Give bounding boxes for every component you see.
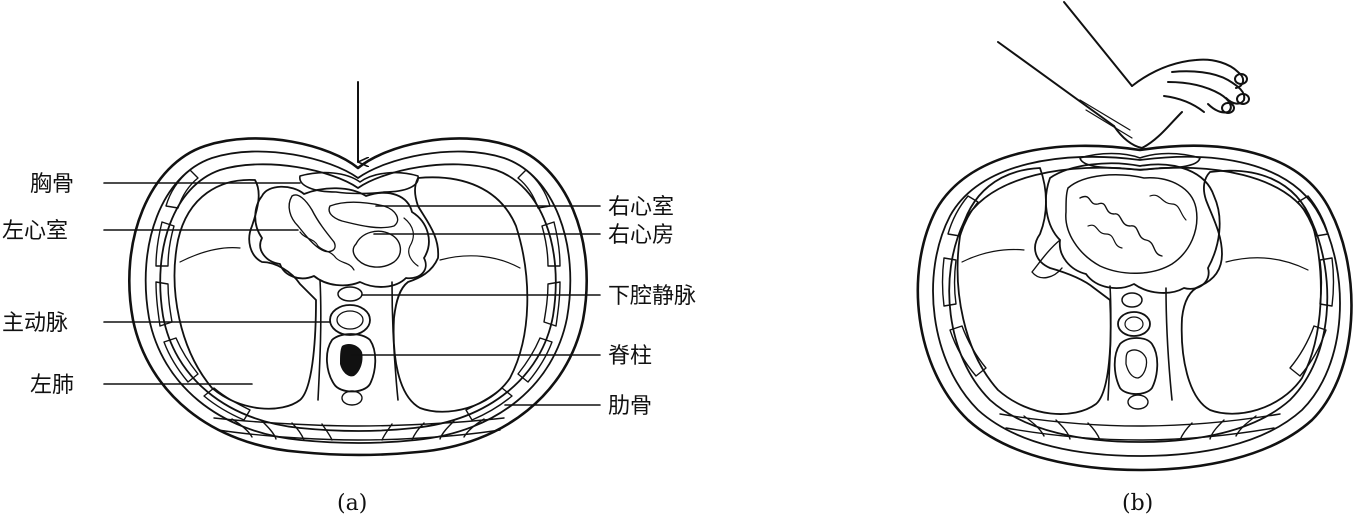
mediastinum-right-b (1165, 287, 1173, 401)
chest-wall-middle-b (932, 155, 1341, 457)
spinal-canal-b (1125, 349, 1148, 379)
caption-b: (b) (1122, 491, 1153, 516)
rib-segments-left (155, 169, 251, 421)
chest-wall-outer (128, 137, 588, 457)
myocardium-detail-b (1079, 195, 1163, 257)
label-left-lung: 左肺 (30, 373, 74, 398)
leader-lines (103, 182, 601, 406)
panel-a (103, 81, 601, 457)
pericardium-detail (403, 217, 419, 267)
back-muscle-band-b (999, 413, 1281, 441)
right-lung-outline-b (1180, 169, 1322, 415)
label-rib: 肋骨 (608, 394, 652, 419)
pleural-line-left-b (961, 248, 1025, 263)
arm-upper-edge (997, 41, 1115, 127)
spine-shape (326, 333, 377, 393)
label-right-ventricle: 右心室 (608, 195, 674, 220)
left-lung-outline-b (956, 167, 1112, 415)
pleural-line-left (179, 247, 241, 263)
myocardium-detail-b3 (1149, 194, 1187, 221)
sternum-shape-b (1079, 152, 1201, 171)
mediastinum-right (391, 281, 399, 401)
finger-3 (1163, 95, 1205, 113)
left-ventricle-cavity (288, 194, 336, 253)
label-spine: 脊柱 (608, 344, 652, 369)
right-ventricle-cavity (328, 201, 399, 229)
mediastinum-left-b (1107, 285, 1112, 401)
heart-mass (254, 185, 430, 288)
label-left-ventricle: 左心室 (2, 219, 68, 244)
fingertip-1 (1234, 73, 1248, 85)
inferior-vena-cava-shape (337, 286, 363, 302)
pleural-line-right-b (1225, 257, 1309, 271)
wrist-palm (1113, 111, 1183, 149)
myocardium-detail-b2 (1087, 224, 1123, 249)
mediastinum-left (317, 279, 322, 401)
hand-illustration (997, 1, 1250, 149)
label-inferior-vena-cava: 下腔静脉 (608, 284, 696, 309)
heart-chamber-b (1065, 174, 1198, 274)
aorta-lumen (336, 310, 364, 330)
spinal-canal (340, 344, 363, 377)
aorta-shape-b (1117, 311, 1151, 337)
arm-lower-edge (1063, 1, 1133, 87)
chest-wall-outer-b (916, 144, 1353, 472)
aorta-lumen-b (1124, 316, 1144, 332)
heart-mass-b (1045, 162, 1221, 294)
finger-1 (1171, 70, 1246, 105)
label-sternum: 胸骨 (30, 172, 74, 197)
right-atrium-cavity (352, 230, 401, 268)
chest-wall-inner (159, 163, 557, 432)
fingertip-3 (1221, 102, 1235, 114)
left-lung-outline (173, 179, 317, 410)
hand-back (1131, 58, 1244, 89)
ivc-shape-b (1121, 292, 1143, 308)
label-aorta: 主动脉 (2, 311, 68, 336)
sternum-shape (299, 171, 419, 195)
rib-segments-right (465, 169, 561, 421)
caption-a: (a) (337, 491, 367, 516)
panel-a-labels: 胸骨 左心室 主动脉 左肺 右心室 右心房 下腔静脉 脊柱 肋骨 (a) (2, 172, 696, 516)
panel-b (916, 1, 1353, 472)
myocardium-detail (299, 231, 355, 271)
fingertip-2 (1236, 93, 1250, 105)
pleural-line-right (439, 255, 521, 269)
spine-shape-b (1113, 337, 1159, 395)
spinous-process-b (1127, 394, 1149, 410)
aorta-shape (329, 304, 371, 336)
label-right-atrium: 右心房 (608, 223, 674, 248)
rib-segments-b (941, 195, 1335, 377)
heart-left-appendage-b (1031, 239, 1063, 279)
back-muscle-band (213, 417, 505, 441)
chest-wall-middle (144, 150, 572, 444)
spinous-process (341, 390, 363, 406)
